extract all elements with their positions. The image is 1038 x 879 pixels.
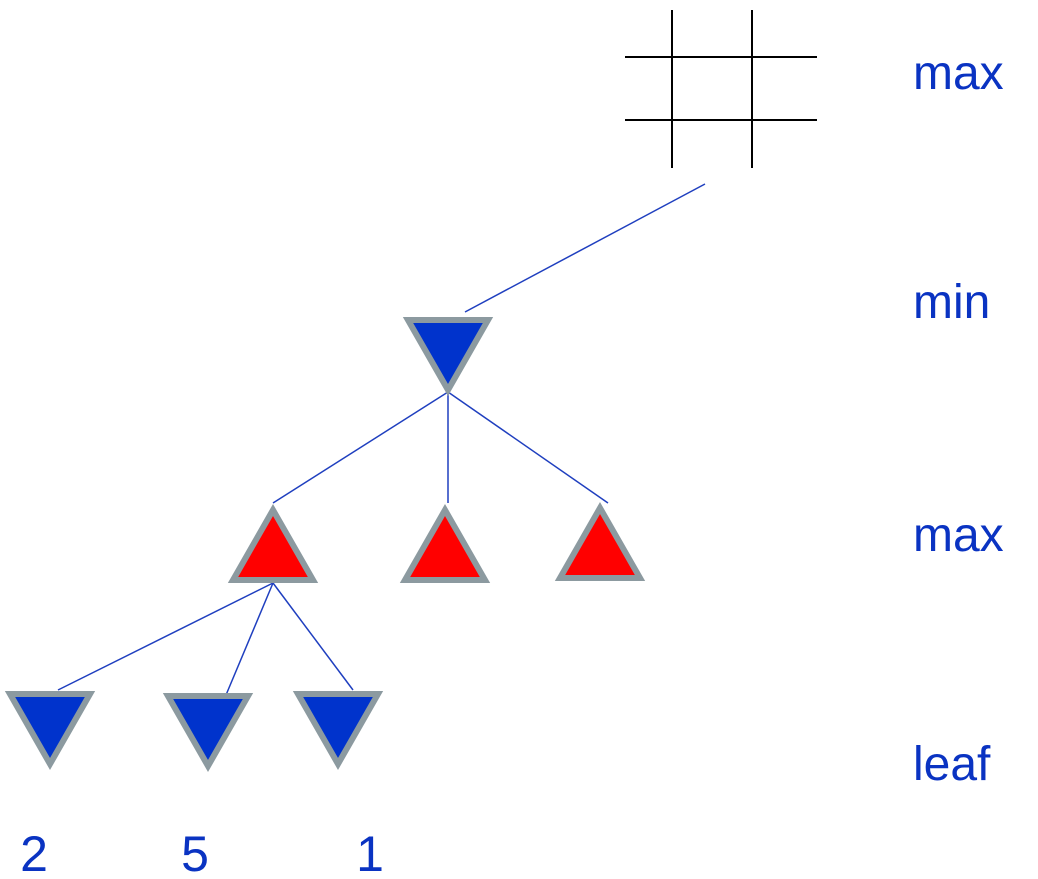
edge-min-to-max-right bbox=[447, 391, 609, 504]
edge-max-to-leaf-1 bbox=[57, 582, 274, 691]
edge-min-to-max-left bbox=[272, 391, 449, 504]
level-label-root: max bbox=[913, 47, 1004, 100]
leaf-value: 5 bbox=[181, 826, 209, 879]
edge-root-to-min bbox=[464, 183, 706, 313]
min-node-down-triangle-icon bbox=[402, 317, 494, 397]
edge-max-to-leaf-3 bbox=[272, 582, 354, 691]
level-label-leaf: leaf bbox=[913, 738, 991, 791]
max-node-up-triangle-icon bbox=[227, 503, 319, 583]
max-node-up-triangle-icon bbox=[554, 501, 646, 581]
leaf-node-down-triangle-icon bbox=[4, 691, 96, 771]
level-label-max: max bbox=[913, 509, 1004, 562]
leaf-value: 2 bbox=[20, 826, 48, 879]
tic-tac-toe-board-icon bbox=[625, 10, 817, 168]
level-label-min: min bbox=[913, 276, 990, 329]
leaf-node-down-triangle-icon bbox=[292, 691, 384, 771]
edge-max-to-leaf-2 bbox=[225, 582, 274, 696]
tree-edges bbox=[57, 183, 706, 696]
leaf-node-down-triangle-icon bbox=[162, 693, 254, 773]
leaf-value: 1 bbox=[356, 826, 384, 879]
max-node-up-triangle-icon bbox=[399, 503, 491, 583]
